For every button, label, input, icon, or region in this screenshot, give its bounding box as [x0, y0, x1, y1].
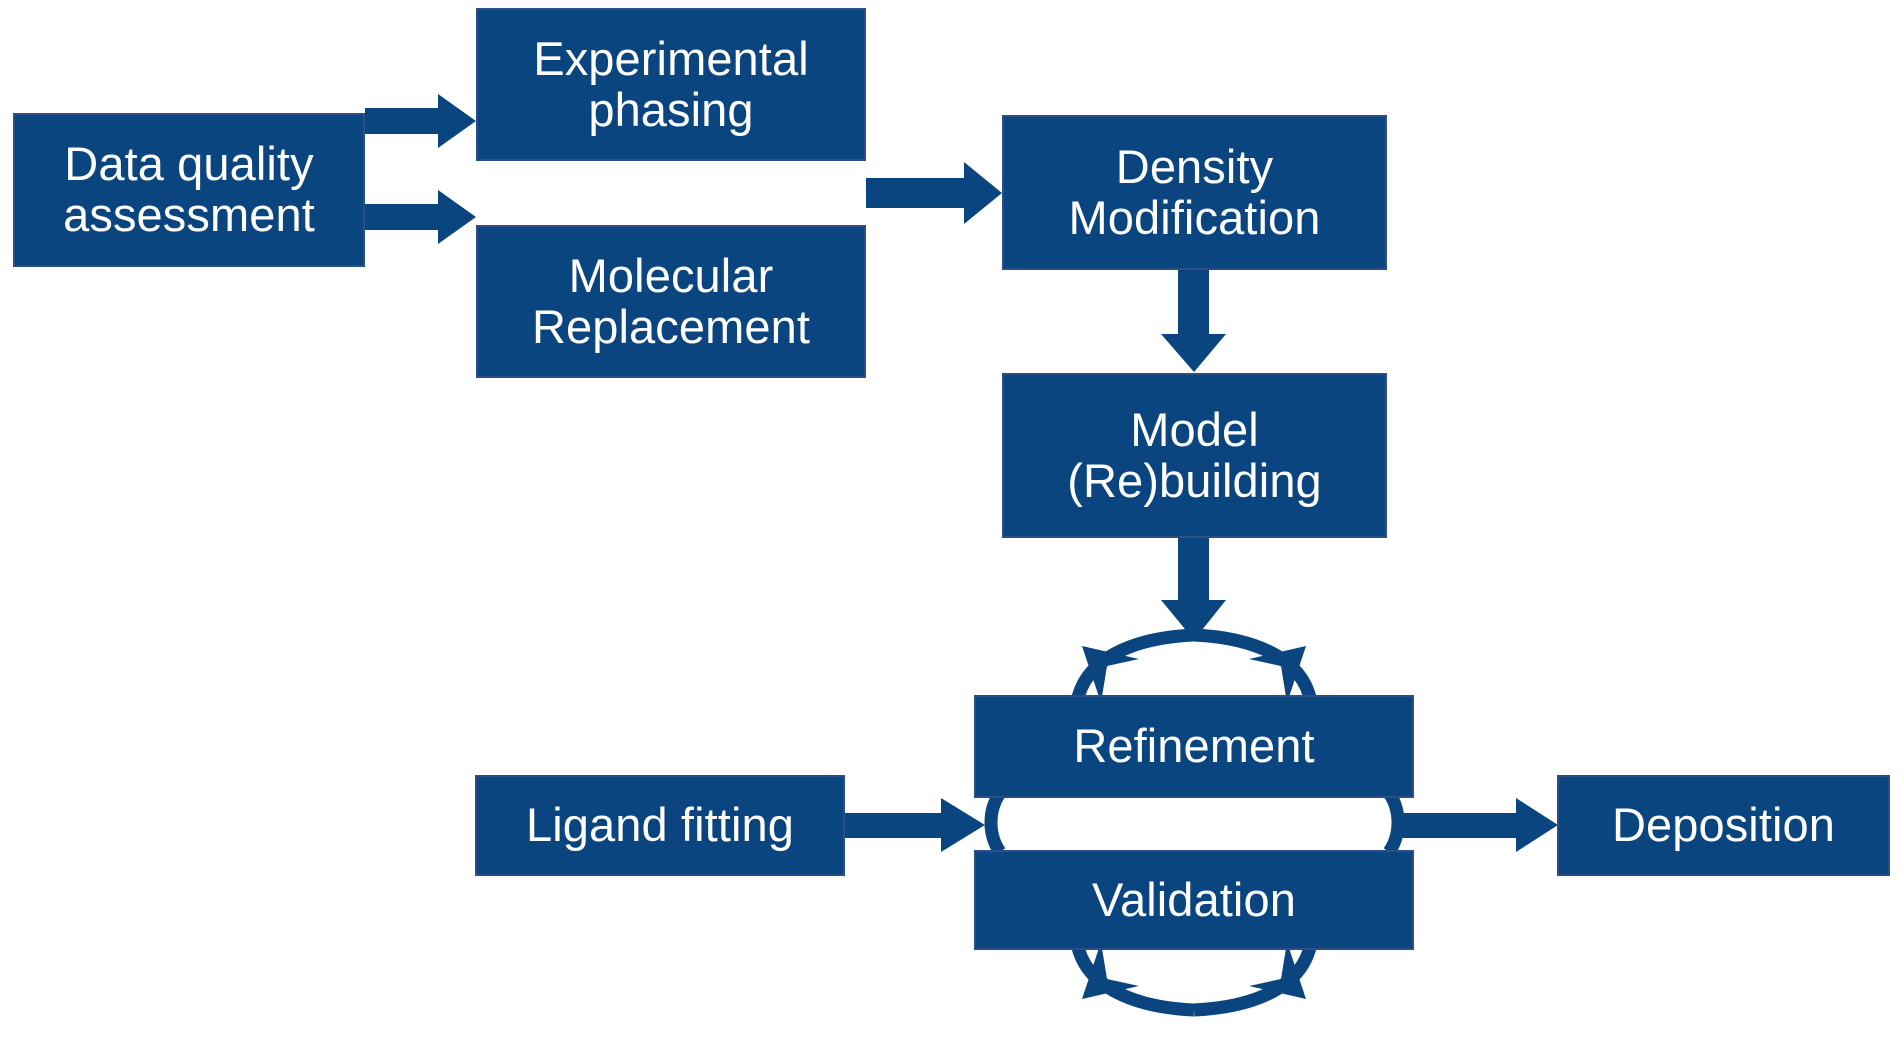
node-label: Refinement	[1073, 719, 1315, 773]
node-experimental-phasing[interactable]: Experimental phasing	[476, 8, 866, 161]
arrow-phasing-to-density	[866, 162, 1002, 224]
node-label: Validation	[1092, 872, 1296, 926]
node-density-modification[interactable]: Density Modification	[1002, 115, 1387, 270]
arrow-density-to-model	[1161, 270, 1226, 372]
node-model-rebuilding[interactable]: Model (Re)building	[1002, 373, 1387, 538]
arrow-ligand-to-cycle	[845, 798, 985, 852]
arrow-dataquality-to-molrep	[365, 190, 476, 244]
node-refinement[interactable]: Refinement	[974, 695, 1414, 798]
node-label: Model (Re)building	[1067, 402, 1322, 507]
arrow-model-to-refinement	[1161, 538, 1226, 640]
node-label: Molecular Replacement	[531, 248, 811, 353]
cycle-bottom-right-arc	[1193, 941, 1318, 1017]
node-label: Experimental phasing	[533, 31, 809, 136]
cycle-right-arc	[1383, 789, 1405, 856]
cycle-top-right-arc	[1193, 628, 1318, 704]
node-label: Ligand fitting	[526, 798, 794, 852]
node-deposition[interactable]: Deposition	[1557, 775, 1890, 876]
node-label: Data quality assessment	[63, 137, 315, 241]
cycle-left-arc	[984, 789, 1006, 856]
cycle-top-left-arc	[1070, 628, 1195, 704]
node-molecular-replacement[interactable]: Molecular Replacement	[476, 225, 866, 378]
cycle-bottom-right-arrowhead	[1249, 942, 1306, 999]
arrow-dataquality-to-expphasing	[365, 94, 476, 148]
node-label: Density Modification	[1068, 139, 1321, 244]
node-ligand-fitting[interactable]: Ligand fitting	[475, 775, 845, 876]
cycle-bottom-left-arc	[1070, 941, 1195, 1017]
node-validation[interactable]: Validation	[974, 850, 1414, 950]
cycle-bottom-left-arrowhead	[1082, 942, 1139, 999]
node-data-quality-assessment[interactable]: Data quality assessment	[13, 113, 365, 267]
node-label: Deposition	[1611, 798, 1836, 852]
arrow-cycle-to-deposition	[1400, 798, 1558, 852]
